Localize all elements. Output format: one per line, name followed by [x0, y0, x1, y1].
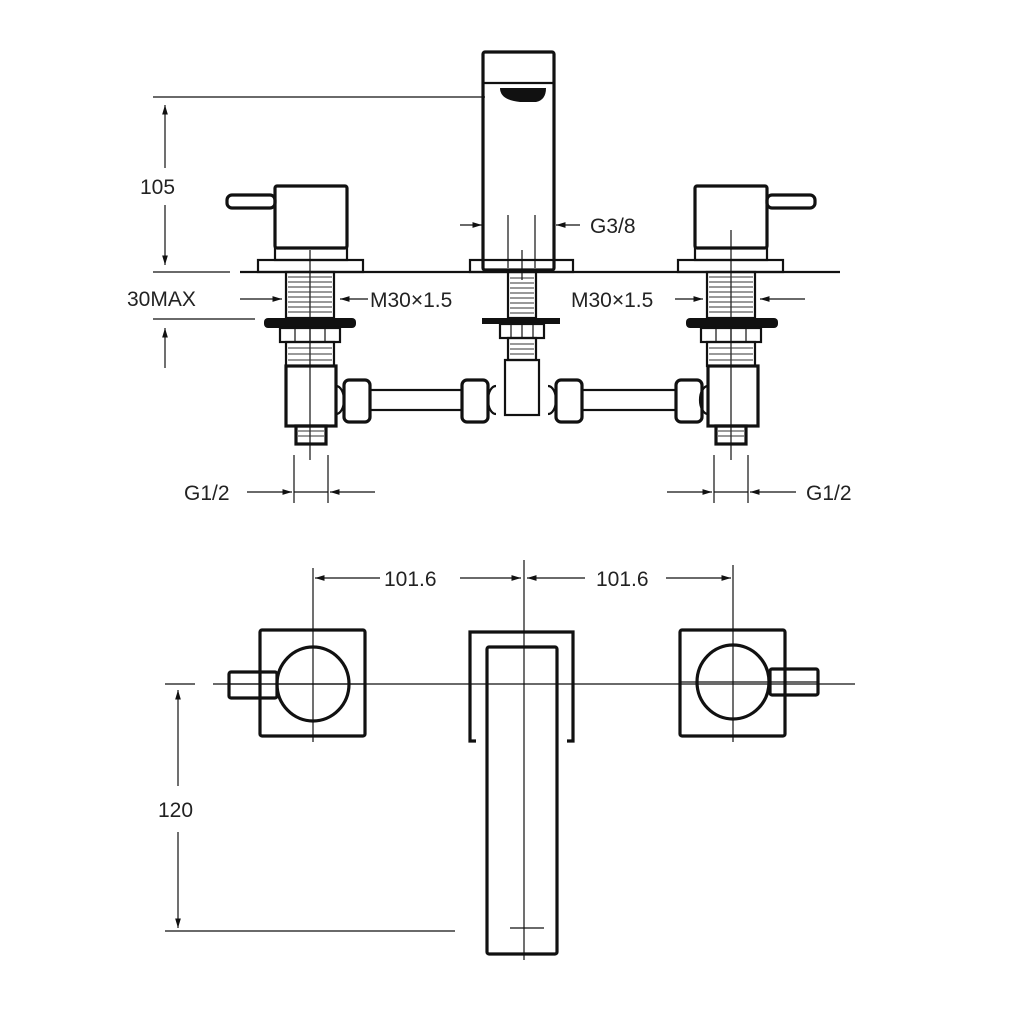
spout-plan: [468, 560, 575, 960]
dimension-thread-left: M30×1.5: [240, 289, 452, 312]
dim-101-6-left-label: 101.6: [384, 568, 437, 591]
dimension-thread-right: M30×1.5: [571, 289, 805, 312]
dimension-inlet-right: G1/2: [667, 455, 852, 505]
dimension-inlet-left: G1/2: [184, 455, 375, 505]
thread-left-label: M30×1.5: [370, 289, 452, 312]
plan-view: 101.6 101.6 120: [158, 560, 855, 960]
g12-left-label: G1/2: [184, 482, 230, 505]
thread-right-label: M30×1.5: [571, 289, 653, 312]
spout: [468, 50, 575, 417]
right-handle-plan: [678, 565, 820, 742]
dim-120-label: 120: [158, 799, 193, 822]
dimension-centres: 101.6 101.6: [315, 568, 731, 591]
left-handle-plan: [227, 568, 367, 742]
dimension-spout-height: 105: [140, 96, 485, 273]
right-valve: [676, 184, 817, 460]
dimension-spout-connection: G3/8: [460, 215, 636, 268]
dim-101-6-right-label: 101.6: [596, 568, 649, 591]
left-valve: [225, 184, 365, 460]
g12-right-label: G1/2: [806, 482, 852, 505]
dim-30max-label: 30MAX: [127, 288, 196, 311]
dimension-deck-thickness: 30MAX: [127, 288, 255, 368]
dimension-spout-projection: 120: [158, 690, 455, 932]
elevation-view: 105 30MAX M30×1.5 M30×1.5 G3/8: [127, 50, 852, 505]
g38-label: G3/8: [590, 215, 636, 238]
connecting-pipes: [335, 378, 709, 424]
dim-105-label: 105: [140, 176, 175, 199]
